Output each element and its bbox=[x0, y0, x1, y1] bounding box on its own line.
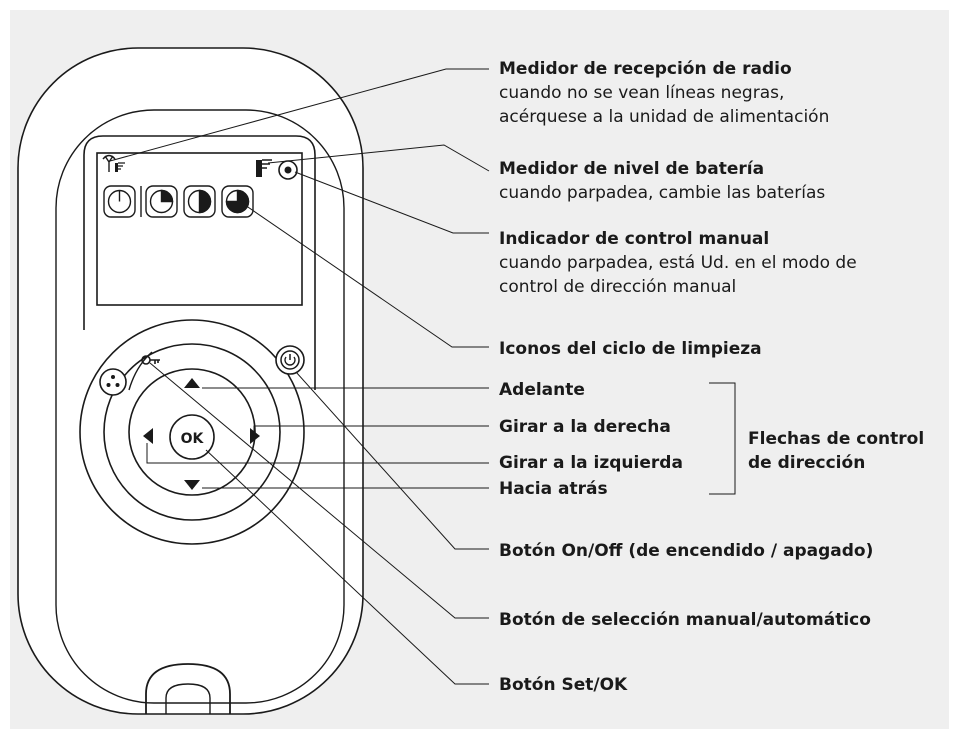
fan-icon bbox=[106, 375, 120, 387]
arrow-left-icon bbox=[143, 428, 153, 444]
arrow-up-icon bbox=[184, 378, 200, 388]
label-backward: Hacia atrás bbox=[499, 479, 608, 499]
arrows-bracket bbox=[709, 382, 736, 495]
leader-manual bbox=[294, 171, 489, 234]
label-mode-button: Botón de selección manual/automático bbox=[499, 610, 871, 630]
label-manual-indicator: Indicador de control manual cuando parpa… bbox=[499, 227, 857, 299]
cleaning-cycle-icon-2 bbox=[145, 185, 178, 218]
radio-meter-title: Medidor de recepción de radio bbox=[499, 59, 792, 79]
cleaning-cycle-icon-3 bbox=[183, 185, 216, 218]
leader-radio bbox=[109, 68, 489, 162]
leader-right bbox=[253, 425, 489, 436]
direction-arrows-line-1: Flechas de control bbox=[748, 429, 925, 449]
label-forward: Adelante bbox=[499, 380, 585, 400]
direction-arrows-line-2: de dirección bbox=[748, 453, 866, 473]
power-icon bbox=[280, 350, 300, 370]
radio-meter-desc-1: cuando no se vean líneas negras, bbox=[499, 83, 785, 103]
leader-battery bbox=[267, 144, 490, 172]
key-icon bbox=[141, 355, 160, 365]
label-cleaning-cycle: Iconos del ciclo de limpieza bbox=[499, 339, 762, 359]
leader-left bbox=[146, 443, 489, 464]
arrow-right-icon bbox=[250, 428, 260, 444]
diagram-panel: OK Medidor de recepción bbox=[10, 10, 949, 729]
manual-indicator-title: Indicador de control manual bbox=[499, 229, 770, 249]
radio-meter-desc-2: acérquese a la unidad de alimentación bbox=[499, 107, 830, 127]
ok-button-ring bbox=[169, 414, 215, 460]
ok-button-label: OK bbox=[181, 431, 205, 447]
antenna-icon bbox=[102, 154, 116, 172]
lcd-screen bbox=[96, 152, 303, 306]
signal-bars-icon bbox=[115, 162, 125, 172]
manual-indicator-desc-2: control de dirección manual bbox=[499, 277, 737, 297]
hanging-loop bbox=[145, 663, 231, 714]
battery-meter-desc: cuando parpadea, cambie las baterías bbox=[499, 183, 826, 203]
battery-level-icon bbox=[256, 159, 272, 177]
label-turn-left: Girar a la izquierda bbox=[499, 453, 683, 473]
label-onoff-button: Botón On/Off (de encendido / apagado) bbox=[499, 541, 874, 561]
label-setok-button: Botón Set/OK bbox=[499, 675, 628, 695]
hanging-loop-inner bbox=[165, 683, 211, 714]
label-direction-arrows: Flechas de control de dirección bbox=[748, 427, 924, 475]
cleaning-cycle-icon-1 bbox=[103, 185, 136, 218]
leader-cycle bbox=[241, 202, 489, 348]
label-turn-right: Girar a la derecha bbox=[499, 417, 671, 437]
label-radio-meter: Medidor de recepción de radio cuando no … bbox=[499, 57, 829, 129]
cleaning-cycle-icon-4 bbox=[221, 185, 254, 218]
arrow-down-icon bbox=[184, 480, 200, 490]
leader-setok bbox=[205, 449, 489, 685]
remote-control-diagram: OK bbox=[17, 47, 736, 715]
manual-indicator-desc-1: cuando parpadea, está Ud. en el modo de bbox=[499, 253, 857, 273]
leader-mode bbox=[149, 362, 489, 619]
battery-meter-title: Medidor de nivel de batería bbox=[499, 159, 765, 179]
leader-onoff bbox=[295, 371, 489, 550]
fan-button bbox=[99, 368, 127, 396]
label-battery-meter: Medidor de nivel de batería cuando parpa… bbox=[499, 157, 825, 205]
